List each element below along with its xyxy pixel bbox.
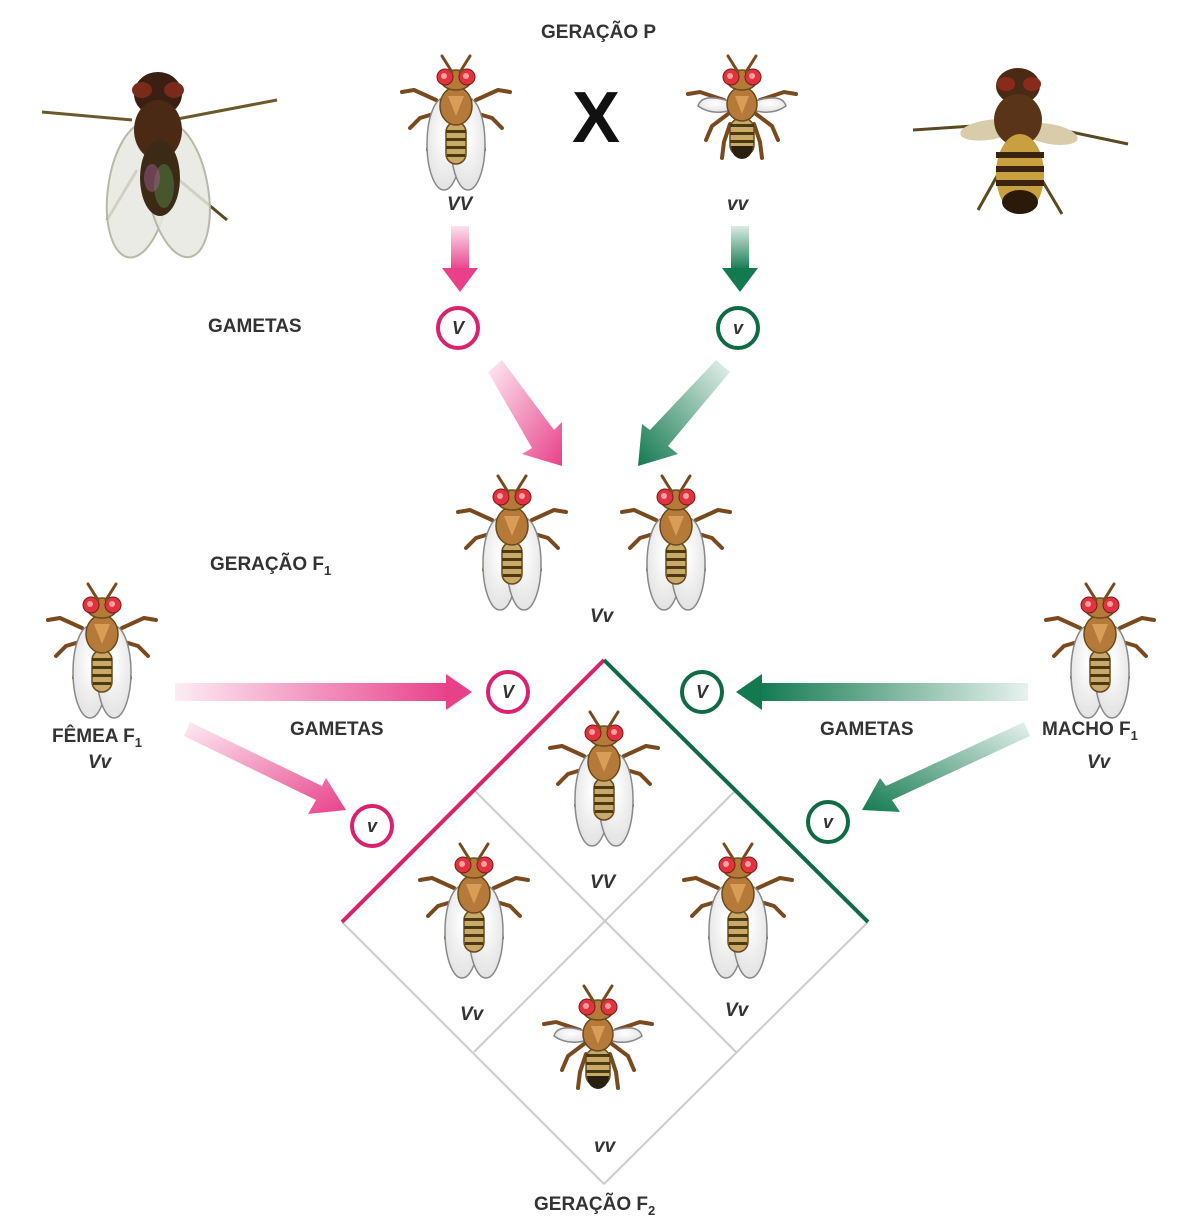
genotype-f2-left: Vv [460,1004,483,1026]
arrow-p-female-to-gamete [442,226,478,292]
gamete-p-female: V [436,306,480,350]
p-female-fly [402,56,510,190]
label-generation-f2: GERAÇÃO F2 [534,1194,655,1218]
label-generation-p: GERAÇÃO P [541,22,656,44]
p-male-fly [688,56,796,159]
genotype-f1: Vv [590,606,613,628]
arrow-gamete-female-to-f1 [488,360,562,466]
f1-male-parent-fly [1046,584,1154,718]
label-female-f1: FÊMEA F1 [52,726,142,750]
label-generation-f1-sub: 1 [324,563,331,578]
arrow-p-male-to-gamete [722,226,758,292]
f1-fly-male [622,476,730,610]
punnett-grid [342,790,868,1184]
label-female-f1-sub: 1 [135,735,142,750]
label-gametes-female: GAMETAS [290,719,384,741]
arrow-gamete-male-to-f1 [638,360,730,466]
f1-female-parent-fly [48,584,156,718]
label-male-f1-sub: 1 [1131,728,1138,743]
label-generation-f2-sub: 2 [648,1203,655,1218]
arrow-female-f1-to-gamete-dominant [175,674,472,710]
genotype-f2-right: Vv [725,1000,748,1022]
genotype-p-male: vv [727,194,748,216]
label-female-f1-text: FÊMEA F [52,726,135,747]
f2-fly-left [420,844,528,978]
genotype-female-f1: Vv [88,752,111,774]
gamete-male-recessive: v [806,800,850,844]
genotype-f2-top: VV [590,872,615,894]
cross-symbol: X [572,82,620,154]
arrow-male-f1-to-gamete-dominant [736,674,1028,710]
gamete-female-recessive: v [350,804,394,848]
f2-fly-bottom [544,986,652,1089]
genotype-f2-bottom: vv [594,1136,615,1158]
label-generation-f1-text: GERAÇÃO F [210,554,324,575]
photo-fly-long-wings [42,72,277,262]
f1-fly-female [458,476,566,610]
photo-fly-vestigial-wings [913,68,1128,214]
gamete-male-dominant: V [680,670,724,714]
label-male-f1-text: MACHO F [1042,719,1131,740]
f2-fly-right [684,844,792,978]
label-gametes-p: GAMETAS [208,316,302,338]
f2-fly-top [550,712,658,846]
genotype-p-female: VV [447,194,472,216]
gamete-p-male: v [716,306,760,350]
genotype-male-f1: Vv [1087,752,1110,774]
gamete-female-dominant: V [486,670,530,714]
label-gametes-male: GAMETAS [820,719,914,741]
label-generation-f1: GERAÇÃO F1 [210,554,331,578]
label-male-f1: MACHO F1 [1042,719,1138,743]
label-generation-f2-text: GERAÇÃO F [534,1194,648,1215]
